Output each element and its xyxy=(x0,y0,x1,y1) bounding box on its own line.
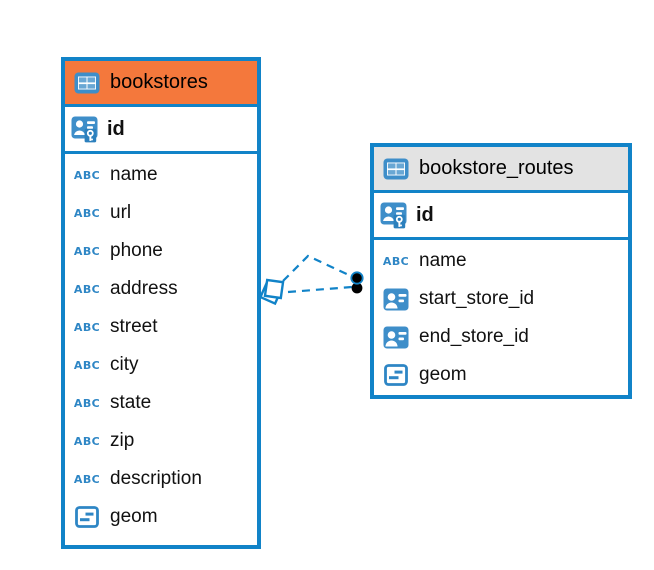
text-type-icon: ABC xyxy=(73,396,101,410)
column-name: start_store_id xyxy=(419,288,535,309)
column-name: name xyxy=(110,164,158,185)
column-row-pk[interactable]: id xyxy=(65,107,257,154)
column-name: city xyxy=(110,354,139,375)
column-list: ABC name start_store_id xyxy=(374,240,628,394)
column-name: end_store_id xyxy=(419,326,529,347)
column-name: geom xyxy=(110,506,158,527)
column-name: zip xyxy=(110,430,135,451)
column-name: state xyxy=(110,392,152,413)
column-row[interactable]: ABC address xyxy=(65,270,257,308)
column-row[interactable]: ABC phone xyxy=(65,232,257,270)
column-name: name xyxy=(419,250,467,271)
column-name: id xyxy=(416,203,434,226)
relationship-line-2 xyxy=(287,285,353,294)
column-name: id xyxy=(107,117,125,140)
many-side-dot-icon xyxy=(351,282,363,294)
geometry-type-icon xyxy=(73,506,101,528)
column-name: phone xyxy=(110,240,163,261)
text-type-icon: ABC xyxy=(73,168,101,182)
text-type-icon: ABC xyxy=(73,244,101,258)
table-icon xyxy=(382,158,410,180)
text-type-icon: ABC xyxy=(73,320,101,334)
text-type-icon: ABC xyxy=(73,282,101,296)
column-row[interactable]: start_store_id xyxy=(374,280,628,318)
table-bookstores[interactable]: bookstores id ABC xyxy=(61,57,261,549)
table-bookstore-routes-header[interactable]: bookstore_routes xyxy=(374,147,628,193)
text-type-icon: ABC xyxy=(73,472,101,486)
column-row[interactable]: end_store_id xyxy=(374,318,628,356)
table-bookstores-header[interactable]: bookstores xyxy=(65,61,257,107)
primary-key-icon xyxy=(71,116,99,143)
relationship-connector[interactable] xyxy=(253,238,383,314)
column-name: description xyxy=(110,468,202,489)
column-row[interactable]: ABC name xyxy=(374,242,628,280)
text-type-icon: ABC xyxy=(73,434,101,448)
column-name: street xyxy=(110,316,158,337)
column-name: address xyxy=(110,278,178,299)
column-row[interactable]: geom xyxy=(374,356,628,394)
foreign-key-icon xyxy=(382,288,410,311)
table-icon xyxy=(73,72,101,94)
primary-key-icon xyxy=(380,202,408,229)
text-type-icon: ABC xyxy=(73,358,101,372)
column-row[interactable]: ABC street xyxy=(65,308,257,346)
column-list: ABC name ABC url ABC phone ABC address A… xyxy=(65,154,257,536)
column-row[interactable]: ABC zip xyxy=(65,422,257,460)
column-row[interactable]: ABC name xyxy=(65,156,257,194)
many-side-dot-icon xyxy=(350,271,364,285)
column-row[interactable]: ABC state xyxy=(65,384,257,422)
column-row[interactable]: ABC description xyxy=(65,460,257,498)
foreign-key-icon xyxy=(382,326,410,349)
relationship-line-1 xyxy=(282,254,352,282)
column-name: geom xyxy=(419,364,467,385)
column-row[interactable]: ABC city xyxy=(65,346,257,384)
column-row[interactable]: ABC url xyxy=(65,194,257,232)
column-row[interactable]: geom xyxy=(65,498,257,536)
table-bookstore-routes[interactable]: bookstore_routes id ABC xyxy=(370,143,632,399)
text-type-icon: ABC xyxy=(73,206,101,220)
column-name: url xyxy=(110,202,132,223)
table-title: bookstore_routes xyxy=(419,157,574,179)
table-title: bookstores xyxy=(110,71,208,93)
column-row-pk[interactable]: id xyxy=(374,193,628,240)
text-type-icon: ABC xyxy=(382,254,410,268)
one-side-diamond-icon xyxy=(263,278,285,300)
geometry-type-icon xyxy=(382,364,410,386)
